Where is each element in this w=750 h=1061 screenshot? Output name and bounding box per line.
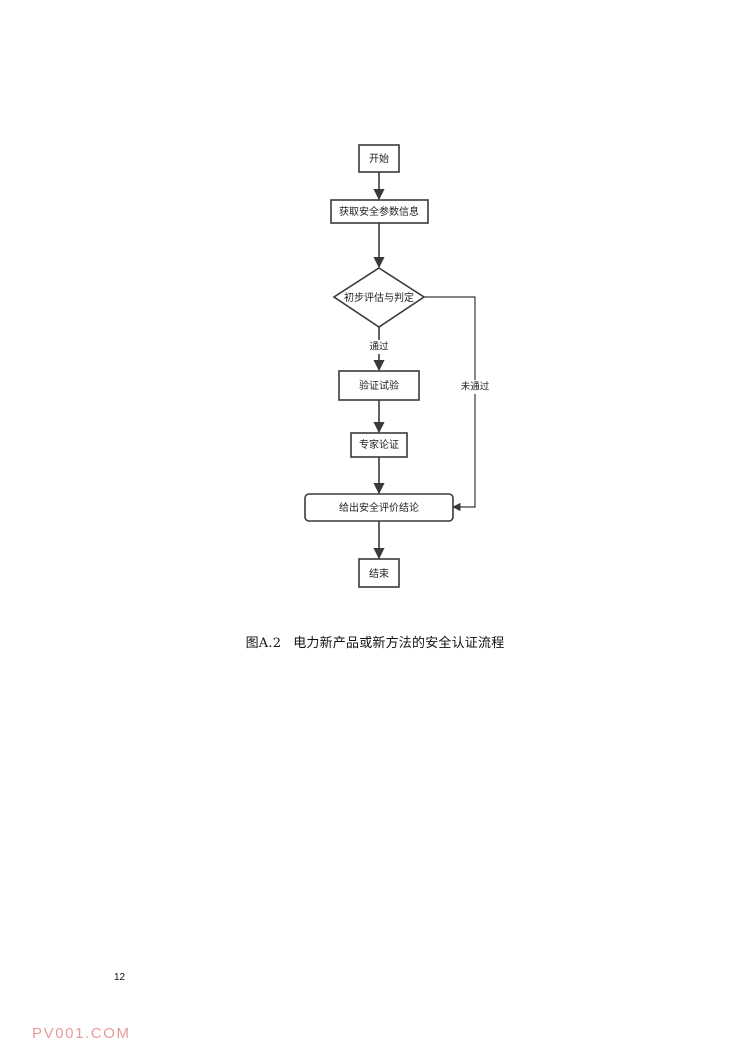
node-assess-label: 初步评估与判定 bbox=[344, 291, 414, 304]
figure-number: 图A.2 bbox=[245, 636, 282, 651]
node-get-info-label: 获取安全参数信息 bbox=[339, 205, 419, 218]
watermark: PV001.COM bbox=[32, 1025, 131, 1042]
node-verify-test-label: 验证试验 bbox=[359, 379, 399, 392]
edge-label-pass: 通过 bbox=[369, 341, 389, 353]
figure-caption: 图A.2 电力新产品或新方法的安全认证流程 bbox=[0, 632, 750, 651]
node-get-info: 获取安全参数信息 bbox=[330, 199, 429, 224]
node-verify-test: 验证试验 bbox=[338, 370, 420, 401]
node-end: 结束 bbox=[358, 558, 400, 588]
node-conclusion-label: 给出安全评价结论 bbox=[339, 501, 419, 514]
node-expert-review: 专家论证 bbox=[350, 432, 408, 458]
node-end-label: 结束 bbox=[369, 567, 389, 580]
edge-label-fail-bg bbox=[458, 380, 492, 394]
node-start-label: 开始 bbox=[369, 152, 389, 165]
page-number: 12 bbox=[114, 972, 126, 983]
node-start: 开始 bbox=[358, 144, 400, 173]
node-expert-review-label: 专家论证 bbox=[359, 438, 399, 451]
edge-label-fail: 未通过 bbox=[461, 381, 490, 393]
edge-label-pass-bg bbox=[366, 340, 392, 354]
figure-title: 电力新产品或新方法的安全认证流程 bbox=[293, 636, 505, 651]
node-assess: 初步评估与判定 bbox=[332, 267, 426, 328]
node-conclusion: 给出安全评价结论 bbox=[304, 493, 454, 522]
edge-assess-fail-to-conclusion bbox=[424, 296, 476, 512]
